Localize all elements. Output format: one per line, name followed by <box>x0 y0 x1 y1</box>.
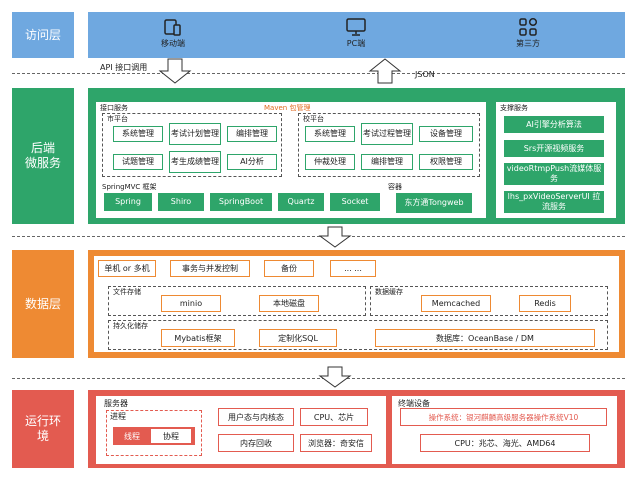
school-platform-title: 校平台 <box>303 115 324 123</box>
file-storage-box: 文件存储 minio 本地磁盘 <box>108 286 366 316</box>
data-single-multi[interactable]: 单机 or 多机 <box>98 260 156 277</box>
file-local-disk[interactable]: 本地磁盘 <box>259 295 319 312</box>
springmvc-label: SpringMVC 框架 <box>102 183 157 191</box>
city-exam-plan-mgmt[interactable]: 考试计划管理 <box>169 123 221 145</box>
city-score-mgmt[interactable]: 考生成绩管理 <box>169 151 221 173</box>
support-srs-video[interactable]: Srs开源视频服务 <box>504 140 604 157</box>
school-exam-process-mgmt[interactable]: 考试过程管理 <box>361 123 413 145</box>
school-system-mgmt[interactable]: 系统管理 <box>305 126 355 142</box>
support-service-label: 支撑服务 <box>500 104 528 112</box>
city-system-mgmt[interactable]: 系统管理 <box>113 126 163 142</box>
runtime-user-kernel[interactable]: 用户态与内核态 <box>218 408 294 426</box>
runtime-browser[interactable]: 浏览器：奇安信 <box>300 434 372 452</box>
support-lhs-pull[interactable]: lhs_pxVideoServerUI 拉流服务 <box>504 191 604 213</box>
data-cache-label: 数据缓存 <box>375 288 403 296</box>
container-label: 容器 <box>388 183 402 191</box>
terminal-panel: 终端设备 操作系统：银河麒麟高级服务器操作系统V10 CPU：兆芯、海光、AMD… <box>392 396 617 464</box>
runtime-layer-label: 运行环 境 <box>12 390 74 468</box>
api-service-label: 接口服务 <box>100 104 128 112</box>
cache-memcached[interactable]: Memcached <box>421 295 491 312</box>
city-platform-title: 市平台 <box>107 115 128 123</box>
server-panel: 服务器 进程 线程 协程 用户态与内核态 CPU、芯片 内存回收 浏览器：奇安信 <box>96 396 386 464</box>
data-backup[interactable]: 备份 <box>264 260 314 277</box>
grid-apps-icon <box>493 16 563 38</box>
persist-mybatis[interactable]: Mybatis框架 <box>161 329 235 347</box>
framework-socket[interactable]: Socket <box>330 193 380 211</box>
access-item-label: 移动端 <box>161 39 185 48</box>
data-cache-box: 数据缓存 Memcached Redis <box>370 286 608 316</box>
runtime-memory-gc[interactable]: 内存回收 <box>218 434 294 452</box>
data-layer-panel: 单机 or 多机 事务与并发控制 备份 ... ... 文件存储 minio 本… <box>88 250 625 358</box>
school-device-mgmt[interactable]: 设备管理 <box>419 126 473 142</box>
thread-coroutine-group: 线程 协程 <box>113 427 195 445</box>
layer-separator <box>12 378 625 379</box>
terminal-os[interactable]: 操作系统：银河麒麟高级服务器操作系统V10 <box>400 408 607 426</box>
server-label: 服务器 <box>104 399 128 408</box>
access-item-label: PC端 <box>346 39 366 48</box>
persist-storage-box: 持久化储存 Mybatis框架 定制化SQL 数据库：OceanBase / D… <box>108 320 608 350</box>
school-arrangement-mgmt[interactable]: 编排管理 <box>361 154 413 170</box>
access-layer-label: 访问层 <box>12 12 74 58</box>
cache-redis[interactable]: Redis <box>519 295 571 312</box>
school-permission-mgmt[interactable]: 权限管理 <box>419 154 473 170</box>
container-tongweb[interactable]: 东方通Tongweb <box>396 193 472 213</box>
framework-springboot[interactable]: SpringBoot <box>210 193 272 211</box>
data-more[interactable]: ... ... <box>330 260 376 277</box>
data-layer-label: 数据层 <box>12 250 74 358</box>
support-rtmp-push[interactable]: videoRtmpPush流媒体服务 <box>504 163 604 185</box>
support-service-panel: 支撑服务 AI引擎分析算法 Srs开源视频服务 videoRtmpPush流媒体… <box>496 102 616 218</box>
access-item-label: 第三方 <box>516 39 540 48</box>
data-inner-panel: 单机 or 多机 事务与并发控制 备份 ... ... 文件存储 minio 本… <box>94 256 619 352</box>
access-item-pc[interactable]: PC端 <box>321 16 391 54</box>
access-item-third-party[interactable]: 第三方 <box>493 16 563 54</box>
down-arrow-icon <box>318 366 352 388</box>
process-box: 进程 线程 协程 <box>106 410 202 456</box>
process-label: 进程 <box>110 412 126 421</box>
down-arrow-icon <box>318 226 352 248</box>
maven-label: Maven 包管理 <box>264 104 311 112</box>
city-arrangement-mgmt[interactable]: 编排管理 <box>227 126 277 142</box>
layer-separator <box>12 236 625 237</box>
access-layer-panel: 移动端 PC端 第三方 <box>88 12 625 58</box>
access-item-mobile[interactable]: 移动端 <box>138 16 208 54</box>
framework-spring[interactable]: Spring <box>104 193 152 211</box>
backend-layer-label: 后端 微服务 <box>12 88 74 224</box>
terminal-label: 终端设备 <box>398 399 430 408</box>
data-transaction-control[interactable]: 事务与并发控制 <box>170 260 250 277</box>
up-arrow-icon <box>368 58 402 84</box>
api-service-panel: 接口服务 Maven 包管理 市平台 系统管理 考试计划管理 编排管理 试题管理… <box>96 102 486 218</box>
school-arbitration[interactable]: 仲裁处理 <box>305 154 355 170</box>
runtime-cpu-chip[interactable]: CPU、芯片 <box>300 408 368 426</box>
coroutine-item[interactable]: 协程 <box>151 429 191 443</box>
persist-custom-sql[interactable]: 定制化SQL <box>259 329 337 347</box>
mobile-tablet-icon <box>138 16 208 38</box>
api-call-label: API 接口调用 <box>100 63 148 72</box>
framework-shiro[interactable]: Shiro <box>158 193 204 211</box>
backend-layer-panel: 接口服务 Maven 包管理 市平台 系统管理 考试计划管理 编排管理 试题管理… <box>88 88 625 224</box>
school-platform-box: 校平台 系统管理 考试过程管理 设备管理 仲裁处理 编排管理 权限管理 <box>298 113 480 177</box>
city-platform-box: 市平台 系统管理 考试计划管理 编排管理 试题管理 考生成绩管理 AI分析 <box>102 113 282 177</box>
persist-storage-label: 持久化储存 <box>113 322 148 330</box>
terminal-cpu[interactable]: CPU：兆芯、海光、AMD64 <box>420 434 590 452</box>
runtime-layer-panel: 服务器 进程 线程 协程 用户态与内核态 CPU、芯片 内存回收 浏览器：奇安信… <box>88 390 625 468</box>
support-ai-engine[interactable]: AI引擎分析算法 <box>504 116 604 133</box>
down-arrow-icon <box>158 58 192 84</box>
desktop-monitor-icon <box>321 16 391 38</box>
city-ai-analysis[interactable]: AI分析 <box>227 154 277 170</box>
file-minio[interactable]: minio <box>161 295 221 312</box>
layer-separator <box>12 73 625 74</box>
file-storage-label: 文件存储 <box>113 288 141 296</box>
city-question-mgmt[interactable]: 试题管理 <box>113 154 163 170</box>
persist-database[interactable]: 数据库：OceanBase / DM <box>375 329 595 347</box>
json-label: JSON <box>415 70 435 79</box>
thread-item[interactable]: 线程 <box>124 431 140 441</box>
framework-quartz[interactable]: Quartz <box>278 193 324 211</box>
